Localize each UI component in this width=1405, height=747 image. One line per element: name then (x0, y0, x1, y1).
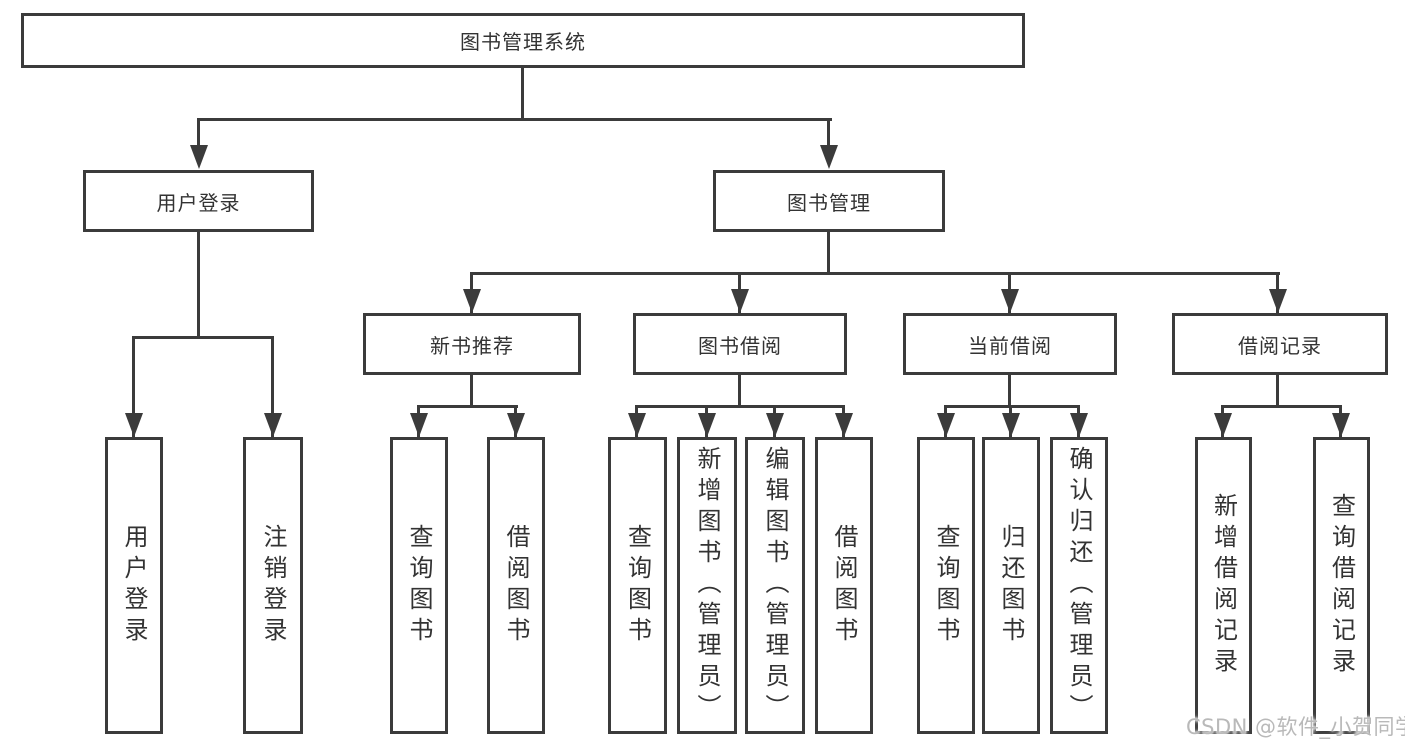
leaf-query-books-current: 查询图书 (917, 437, 975, 734)
leaf-query-borrow-record-label: 查询借阅记录 (1327, 492, 1356, 679)
connector-line (1276, 375, 1279, 405)
leaf-return-books: 归还图书 (982, 437, 1040, 734)
arrow-down-icon (766, 413, 784, 437)
connector-line (197, 118, 832, 121)
leaf-query-borrow-record: 查询借阅记录 (1313, 437, 1370, 734)
connector-line (945, 405, 1080, 408)
arrow-down-icon (410, 413, 428, 437)
arrow-down-icon (507, 413, 525, 437)
node-book-borrow: 图书借阅 (633, 313, 847, 375)
arrow-down-icon (264, 413, 282, 437)
node-current-borrow-label: 当前借阅 (968, 333, 1052, 358)
leaf-borrow-books-recommend: 借阅图书 (487, 437, 545, 734)
connector-line (827, 118, 830, 148)
watermark: CSDN @软件_小贺同学 (1186, 715, 1405, 739)
node-book-management-label: 图书管理 (787, 190, 871, 215)
node-user-login: 用户登录 (83, 170, 314, 232)
node-current-borrow: 当前借阅 (903, 313, 1117, 375)
node-new-book-recommend-label: 新书推荐 (430, 333, 514, 358)
node-root: 图书管理系统 (21, 13, 1025, 68)
leaf-query-books-recommend: 查询图书 (390, 437, 448, 734)
arrow-down-icon (1001, 289, 1019, 313)
arrow-down-icon (1002, 413, 1020, 437)
arrow-down-icon (835, 413, 853, 437)
leaf-add-books-admin: 新增图书（管理员） (677, 437, 737, 734)
leaf-edit-books-admin: 编辑图书（管理员） (745, 437, 805, 734)
leaf-return-books-label: 归还图书 (997, 523, 1025, 648)
connector-line (132, 336, 135, 437)
connector-line (827, 232, 830, 274)
arrow-down-icon (1332, 413, 1350, 437)
connector-line (1222, 405, 1342, 408)
node-new-book-recommend: 新书推荐 (363, 313, 581, 375)
leaf-add-borrow-record: 新增借阅记录 (1195, 437, 1252, 734)
arrow-down-icon (190, 145, 208, 169)
arrow-down-icon (820, 145, 838, 169)
node-book-management: 图书管理 (713, 170, 945, 232)
connector-line (271, 336, 274, 437)
node-root-label: 图书管理系统 (460, 30, 586, 54)
leaf-user-login: 用户登录 (105, 437, 163, 734)
arrow-down-icon (731, 289, 749, 313)
node-borrow-records-label: 借阅记录 (1238, 333, 1322, 358)
node-borrow-records: 借阅记录 (1172, 313, 1388, 375)
leaf-confirm-return-admin-label: 确认归还（管理员） (1065, 446, 1093, 725)
leaf-confirm-return-admin: 确认归还（管理员） (1050, 437, 1108, 734)
node-user-login-label: 用户登录 (156, 190, 241, 215)
arrow-down-icon (463, 289, 481, 313)
connector-line (418, 405, 518, 408)
connector-line (521, 68, 524, 120)
connector-line (636, 405, 845, 408)
arrow-down-icon (698, 413, 716, 437)
leaf-query-books-borrow: 查询图书 (608, 437, 667, 734)
connector-line (197, 232, 200, 336)
leaf-add-books-admin-label: 新增图书（管理员） (693, 446, 721, 725)
leaf-add-borrow-record-label: 新增借阅记录 (1209, 492, 1238, 679)
leaf-logout: 注销登录 (243, 437, 303, 734)
connector-line (1008, 375, 1011, 405)
arrow-down-icon (628, 413, 646, 437)
leaf-borrow-books-label: 借阅图书 (830, 523, 858, 648)
arrow-down-icon (1269, 289, 1287, 313)
leaf-borrow-books: 借阅图书 (815, 437, 873, 734)
arrow-down-icon (1214, 413, 1232, 437)
arrow-down-icon (125, 413, 143, 437)
leaf-borrow-books-recommend-label: 借阅图书 (502, 523, 530, 648)
connector-line (133, 336, 274, 339)
leaf-query-books-borrow-label: 查询图书 (623, 523, 652, 648)
leaf-query-books-recommend-label: 查询图书 (405, 523, 433, 648)
node-book-borrow-label: 图书借阅 (698, 333, 782, 358)
leaf-query-books-current-label: 查询图书 (932, 523, 960, 648)
leaf-edit-books-admin-label: 编辑图书（管理员） (761, 446, 789, 725)
arrow-down-icon (1070, 413, 1088, 437)
leaf-user-login-label: 用户登录 (120, 523, 148, 648)
connector-line (197, 118, 200, 148)
connector-line (470, 375, 473, 405)
leaf-logout-label: 注销登录 (259, 523, 287, 648)
connector-line (470, 272, 1280, 275)
connector-line (738, 375, 741, 405)
arrow-down-icon (937, 413, 955, 437)
